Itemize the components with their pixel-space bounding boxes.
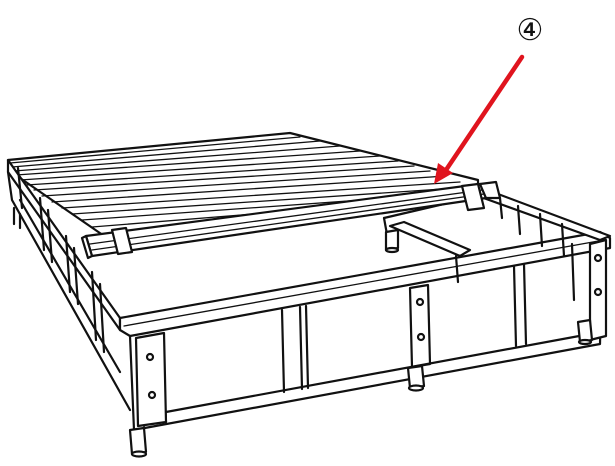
front-rail bbox=[118, 230, 612, 338]
callout-arrow-head bbox=[434, 163, 453, 184]
callout: ④ bbox=[434, 13, 543, 184]
legs bbox=[128, 228, 594, 458]
front-face bbox=[128, 238, 608, 432]
left-side-frame bbox=[6, 158, 132, 412]
slat-deck bbox=[6, 131, 480, 242]
callout-arrow bbox=[443, 54, 525, 173]
rolled-slat-bundle bbox=[80, 180, 502, 260]
callout-label: ④ bbox=[517, 13, 544, 48]
